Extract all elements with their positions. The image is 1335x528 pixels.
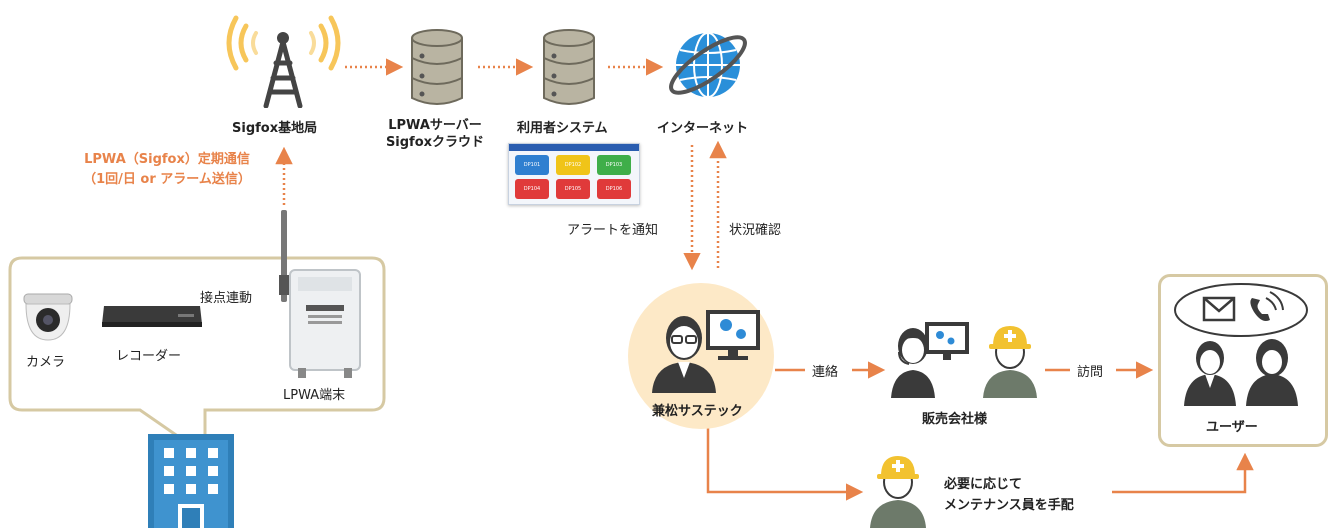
user-group-icon <box>1174 283 1308 406</box>
label-maintenance: 必要に応じて メンテナンス員を手配 <box>944 474 1074 516</box>
label-camera: カメラ <box>26 355 66 370</box>
label-base-station: Sigfox基地局 <box>232 121 318 136</box>
recorder-icon <box>102 306 202 327</box>
dashboard-tile: DP101 <box>515 155 549 175</box>
label-status-check: 状況確認 <box>729 223 782 238</box>
label-internet: インターネット <box>657 121 749 136</box>
operator-with-monitor-icon <box>652 310 760 393</box>
kanematsu-circle <box>628 283 774 429</box>
label-user-system: 利用者システム <box>517 121 608 136</box>
mail-icon <box>1202 296 1236 322</box>
dashboard-tile: DP104 <box>515 179 549 199</box>
dashboard-tile-label: DP104 <box>523 186 541 192</box>
phone-icon <box>1250 298 1270 321</box>
label-sigfox-cloud: Sigfoxクラウド <box>385 135 485 150</box>
arrow-maintenance-to-user <box>1112 452 1254 494</box>
label-alert-notify: アラートを通知 <box>567 223 659 238</box>
label-contact-link: 接点連動 <box>200 291 253 306</box>
dashboard-header-bar <box>509 144 639 151</box>
dashboard-tile-label: DP103 <box>605 162 623 168</box>
lpwa-terminal-icon <box>279 210 361 378</box>
dashboard-tile: DP105 <box>556 179 590 199</box>
building-icon <box>148 434 234 528</box>
dashboard-tile: DP103 <box>597 155 631 175</box>
antenna-tower-icon <box>226 15 341 108</box>
arrow-to-maintenance <box>706 420 864 501</box>
label-kanematsu: 兼松サステック <box>652 404 743 419</box>
label-contact: 連絡 <box>812 365 839 380</box>
label-lpwa-server-line1: LPWAサーバー <box>388 118 482 133</box>
globe-icon <box>669 32 747 98</box>
dashboard-tile-label: DP101 <box>523 162 541 168</box>
label-lpwa-line1: LPWA（Sigfox）定期通信 <box>84 152 250 167</box>
label-lpwa-communication: LPWA（Sigfox）定期通信 （1回/日 or アラーム送信） <box>62 150 272 190</box>
dashboard-tile-label: DP105 <box>564 186 582 192</box>
label-recorder: レコーダー <box>116 349 182 364</box>
label-lpwa-line2: （1回/日 or アラーム送信） <box>83 172 251 187</box>
camera-icon <box>23 293 73 341</box>
label-maintenance-line2: メンテナンス員を手配 <box>944 498 1074 513</box>
dashboard-tile-label: DP102 <box>564 162 582 168</box>
label-user: ユーザー <box>1206 420 1258 435</box>
label-dealer: 販売会社様 <box>922 412 988 427</box>
label-lpwa-terminal: LPWA端末 <box>283 388 346 403</box>
database-server-icon <box>411 29 463 105</box>
label-visit: 訪問 <box>1077 365 1104 380</box>
dashboard-tile-label: DP106 <box>605 186 623 192</box>
dashboard-tile: DP102 <box>556 155 590 175</box>
dealer-staff-icon <box>891 322 1037 398</box>
database-icon <box>543 29 595 105</box>
label-maintenance-line1: 必要に応じて <box>944 477 1023 492</box>
maintenance-worker-icon <box>870 456 926 528</box>
label-lpwa-server: LPWAサーバー Sigfoxクラウド <box>380 117 490 151</box>
dashboard-tile: DP106 <box>597 179 631 199</box>
dashboard-screenshot: DP101 DP102 DP103 DP104 DP105 DP106 <box>508 143 640 205</box>
